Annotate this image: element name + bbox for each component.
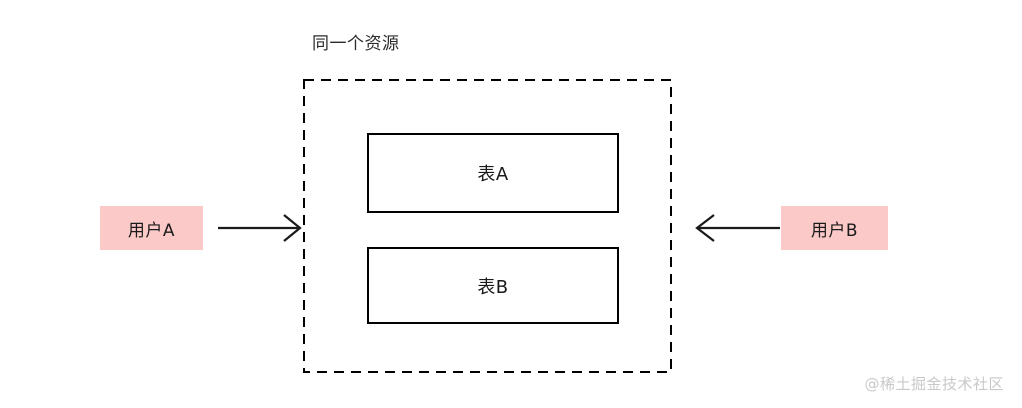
actor-chip-user-a-label: 用户A <box>127 220 176 241</box>
table-box-a-label: 表A <box>477 164 509 185</box>
actor-chip-user-b: 用户B <box>781 206 888 250</box>
table-box-b-label: 表B <box>477 276 509 298</box>
dashed-border-icon <box>303 79 672 373</box>
resource-boundary <box>303 79 672 373</box>
table-box-a: 表A <box>367 133 619 213</box>
actor-chip-user-b-label: 用户B <box>810 220 859 241</box>
page-title: 同一个资源 <box>312 34 400 54</box>
arrow-right-icon <box>218 214 302 242</box>
table-box-b: 表B <box>367 247 619 324</box>
arrow-left-icon <box>695 214 780 242</box>
watermark-text: @稀土掘金技术社区 <box>864 375 1004 393</box>
actor-chip-user-a: 用户A <box>100 206 203 250</box>
